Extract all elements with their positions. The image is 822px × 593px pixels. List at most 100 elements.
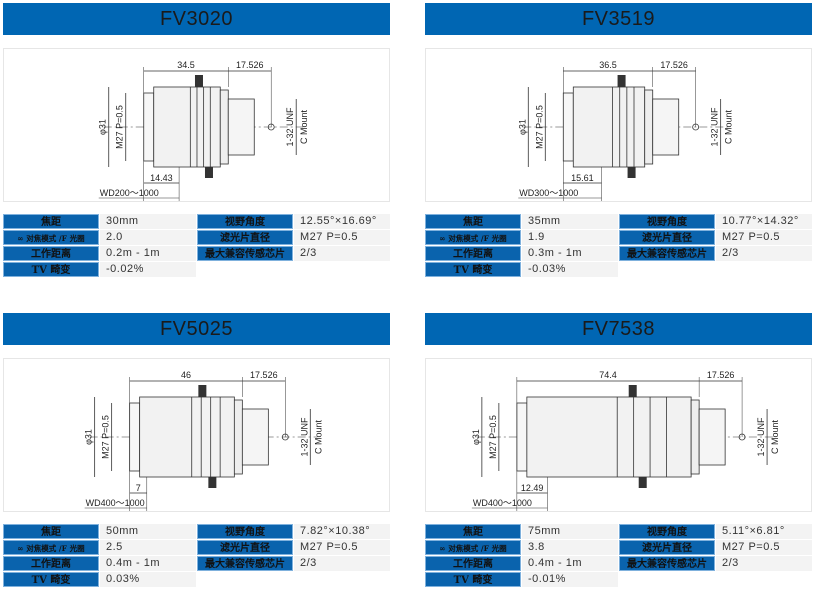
- lock-screw-bottom: [204, 167, 213, 178]
- spec-value: M27 P=0.5: [294, 230, 390, 245]
- lens-barrel: [139, 396, 235, 478]
- diameter-dimension: φ31: [84, 429, 94, 445]
- spec-value: 0.3m - 1m: [522, 246, 618, 261]
- spec-label: 焦距: [425, 214, 521, 229]
- spec-label: 工作距离: [3, 556, 99, 571]
- diameter-dimension: φ31: [471, 429, 481, 445]
- spec-label: 工作距离: [425, 246, 521, 261]
- spec-value: 0.4m - 1m: [522, 556, 618, 571]
- spec-label: 滤光片直径: [197, 540, 293, 555]
- spec-label: 视野角度: [619, 214, 715, 229]
- front-ring: [143, 92, 155, 162]
- spec-label: 焦距: [3, 214, 99, 229]
- spec-value: 0.2m - 1m: [100, 246, 196, 261]
- working-distance-label: WD400～1000: [86, 498, 145, 508]
- spec-value: 75mm: [522, 524, 618, 539]
- spec-label: ∞ 对焦模式 /F 光圈: [425, 230, 521, 245]
- lock-screw-top: [628, 385, 637, 397]
- lock-screw-top: [194, 75, 203, 87]
- spec-value: 2/3: [294, 246, 390, 261]
- spec-label: TV 畸变: [3, 262, 99, 277]
- front-length-dimension: 12.49: [521, 483, 544, 493]
- c-mount: [652, 98, 680, 156]
- mount-type-label: C Mount: [299, 109, 309, 144]
- c-mount: [227, 98, 255, 156]
- front-length-dimension: 7: [136, 483, 141, 493]
- flange-distance-dimension: 17.526: [707, 370, 735, 380]
- front-ring: [562, 92, 574, 162]
- spec-value: M27 P=0.5: [294, 540, 390, 555]
- rear-ring: [219, 89, 229, 165]
- spec-label: ∞ 对焦模式 /F 光圈: [425, 540, 521, 555]
- spec-label: 滤光片直径: [619, 540, 715, 555]
- length-dimension: 36.5: [599, 60, 617, 70]
- spec-label: 工作距离: [3, 246, 99, 261]
- spec-value: 1.9: [522, 230, 618, 245]
- model-title: FV3020: [3, 3, 390, 35]
- mount-type-label: C Mount: [770, 419, 780, 454]
- mount-thread-label: 1-32 UNF: [710, 107, 720, 147]
- diameter-dimension: φ31: [517, 119, 527, 135]
- spec-label: 视野角度: [197, 524, 293, 539]
- spec-value: 35mm: [522, 214, 618, 229]
- rear-ring: [644, 89, 654, 165]
- spec-label: 最大兼容传感芯片: [197, 246, 293, 261]
- mount-thread-label: 1-32 UNF: [299, 417, 309, 457]
- spec-value: 2/3: [716, 246, 812, 261]
- spec-value: M27 P=0.5: [716, 230, 812, 245]
- lens-barrel: [572, 86, 646, 168]
- lens-barrel: [153, 86, 221, 168]
- spec-value: 2/3: [716, 556, 812, 571]
- filter-thread-dimension: M27 P=0.5: [115, 105, 125, 149]
- spec-label: TV 畸变: [3, 572, 99, 587]
- mount-type-label: C Mount: [724, 109, 734, 144]
- image-plane-mark: [738, 433, 746, 441]
- spec-value: 0.03%: [100, 572, 196, 587]
- model-title: FV3519: [425, 3, 812, 35]
- spec-label: 视野角度: [619, 524, 715, 539]
- spec-label: ∞ 对焦模式 /F 光圈: [3, 540, 99, 555]
- spec-value: 2.5: [100, 540, 196, 555]
- spec-label: 最大兼容传感芯片: [619, 246, 715, 261]
- filter-thread-dimension: M27 P=0.5: [488, 415, 498, 459]
- c-mount: [241, 408, 269, 466]
- rear-ring: [690, 399, 700, 475]
- c-mount: [698, 408, 726, 466]
- working-distance-label: WD200～1000: [100, 188, 159, 198]
- lock-screw-top: [198, 385, 207, 397]
- spec-value: 7.82°×10.38°: [294, 524, 390, 539]
- image-plane-mark: [267, 123, 275, 131]
- front-length-dimension: 14.43: [150, 173, 173, 183]
- filter-thread-dimension: M27 P=0.5: [534, 105, 544, 149]
- front-length-dimension: 15.61: [571, 173, 594, 183]
- rear-ring: [233, 399, 243, 475]
- spec-value: -0.02%: [100, 262, 196, 277]
- image-plane-mark: [692, 123, 700, 131]
- spec-value: -0.01%: [522, 572, 618, 587]
- length-dimension: 46: [181, 370, 191, 380]
- mount-thread-label: 1-32 UNF: [285, 107, 295, 147]
- spec-label: ∞ 对焦模式 /F 光圈: [3, 230, 99, 245]
- spec-value: 2/3: [294, 556, 390, 571]
- flange-distance-dimension: 17.526: [250, 370, 278, 380]
- spec-label: 滤光片直径: [197, 230, 293, 245]
- length-dimension: 74.4: [599, 370, 617, 380]
- spec-label: 最大兼容传感芯片: [197, 556, 293, 571]
- spec-value: 30mm: [100, 214, 196, 229]
- model-title: FV5025: [3, 313, 390, 345]
- spec-label: 最大兼容传感芯片: [619, 556, 715, 571]
- mount-type-label: C Mount: [313, 419, 323, 454]
- spec-value: -0.03%: [522, 262, 618, 277]
- spec-label: 滤光片直径: [619, 230, 715, 245]
- lock-screw-top: [617, 75, 626, 87]
- spec-label: 视野角度: [197, 214, 293, 229]
- spec-label: TV 畸变: [425, 262, 521, 277]
